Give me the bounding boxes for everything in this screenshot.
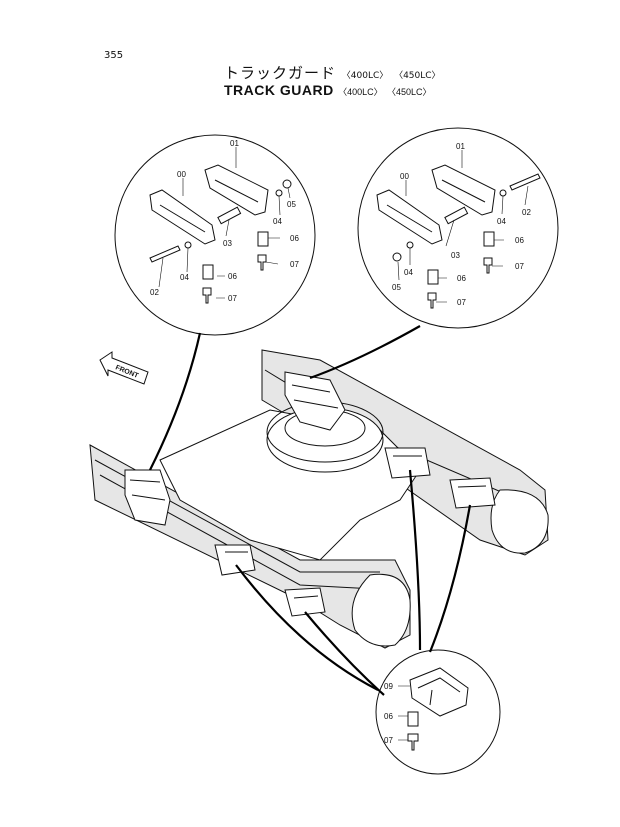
callout-right-01: 01 bbox=[456, 142, 465, 151]
detail-circle-right: 01 00 02 04 06 03 07 05 04 06 07 bbox=[357, 127, 559, 329]
washer-04-left-a bbox=[275, 189, 283, 197]
guard-plate-01-right bbox=[431, 164, 496, 216]
callout-right-05: 05 bbox=[392, 283, 401, 292]
callout-right-04a: 04 bbox=[497, 217, 506, 226]
callout-left-06b: 06 bbox=[228, 272, 237, 281]
bolt-07-bottom bbox=[407, 733, 419, 751]
bushing-06-right-a bbox=[483, 231, 495, 247]
callout-left-03: 03 bbox=[223, 239, 232, 248]
washer-04-right-b bbox=[406, 241, 414, 249]
callout-left-06a: 06 bbox=[290, 234, 299, 243]
page-number: 355 bbox=[104, 50, 124, 61]
bushing-06-left-b bbox=[202, 264, 214, 280]
detail-circle-bottom: 09 06 07 bbox=[375, 649, 501, 775]
callout-right-07b: 07 bbox=[457, 298, 466, 307]
roller-guard-09 bbox=[409, 667, 469, 717]
spacer-03-right bbox=[444, 206, 469, 225]
detail-circle-left: 01 00 05 04 06 03 02 04 07 06 07 bbox=[114, 134, 316, 336]
callout-right-04b: 04 bbox=[404, 268, 413, 277]
washer-04-left-b bbox=[184, 241, 192, 249]
washer-04-right-a bbox=[499, 189, 507, 197]
bushing-06-bottom bbox=[407, 711, 419, 727]
bolt-02-left bbox=[149, 245, 181, 263]
idler-end-rear bbox=[490, 489, 549, 554]
bolt-07-left-a bbox=[257, 254, 267, 271]
undercarriage-frame bbox=[89, 349, 549, 649]
callout-right-00: 00 bbox=[400, 172, 409, 181]
variant-450lc-jp: 〈450LC〉 bbox=[394, 71, 441, 81]
title-japanese: トラックガード 〈400LC〉 〈450LC〉 bbox=[224, 62, 441, 83]
bushing-06-right-b bbox=[427, 269, 439, 285]
nut-05-left bbox=[282, 179, 292, 189]
callout-left-01: 01 bbox=[230, 139, 239, 148]
mounted-guard-front-left bbox=[124, 469, 171, 526]
bolt-07-left-b bbox=[202, 287, 212, 304]
callout-right-02: 02 bbox=[522, 208, 531, 217]
callout-left-04a: 04 bbox=[273, 217, 282, 226]
detail-connector-lines bbox=[149, 325, 472, 696]
title-english: TRACK GUARD 〈400LC〉 〈450LC〉 bbox=[224, 82, 432, 98]
bushing-06-left-a bbox=[257, 231, 269, 247]
spacer-03-left bbox=[217, 206, 242, 225]
callout-left-02: 02 bbox=[150, 288, 159, 297]
guard-plate-00-left bbox=[149, 189, 216, 245]
variant-450lc-en: 〈450LC〉 bbox=[387, 87, 432, 97]
callout-right-06a: 06 bbox=[515, 236, 524, 245]
roller-guard-1 bbox=[214, 544, 256, 576]
variant-400lc-en: 〈400LC〉 bbox=[338, 87, 383, 97]
callout-right-03: 03 bbox=[451, 251, 460, 260]
front-direction-arrow: FRONT bbox=[99, 351, 149, 385]
title-english-text: TRACK GUARD bbox=[224, 82, 334, 98]
guard-plate-00-right bbox=[376, 189, 443, 245]
callout-left-00: 00 bbox=[177, 170, 186, 179]
callout-left-07b: 07 bbox=[228, 294, 237, 303]
idler-end-front bbox=[351, 573, 411, 647]
variant-400lc-jp: 〈400LC〉 bbox=[341, 71, 389, 81]
callout-right-06b: 06 bbox=[457, 274, 466, 283]
roller-guard-3 bbox=[384, 447, 431, 479]
callout-left-04b: 04 bbox=[180, 273, 189, 282]
callout-bottom-09: 09 bbox=[384, 682, 393, 691]
guard-plate-01-left bbox=[204, 164, 269, 216]
bolt-07-right-a bbox=[483, 257, 493, 274]
callout-left-05: 05 bbox=[287, 200, 296, 209]
callout-bottom-06: 06 bbox=[384, 712, 393, 721]
bolt-07-right-b bbox=[427, 292, 437, 309]
callout-right-07a: 07 bbox=[515, 262, 524, 271]
callout-left-07a: 07 bbox=[290, 260, 299, 269]
roller-guard-4 bbox=[449, 477, 496, 509]
title-japanese-text: トラックガード bbox=[224, 64, 337, 82]
roller-guard-2 bbox=[284, 587, 326, 617]
bolt-02-right bbox=[509, 173, 541, 191]
mounted-guard-rear-top bbox=[284, 371, 346, 431]
callout-bottom-07: 07 bbox=[384, 736, 393, 745]
nut-05-right bbox=[392, 252, 402, 262]
